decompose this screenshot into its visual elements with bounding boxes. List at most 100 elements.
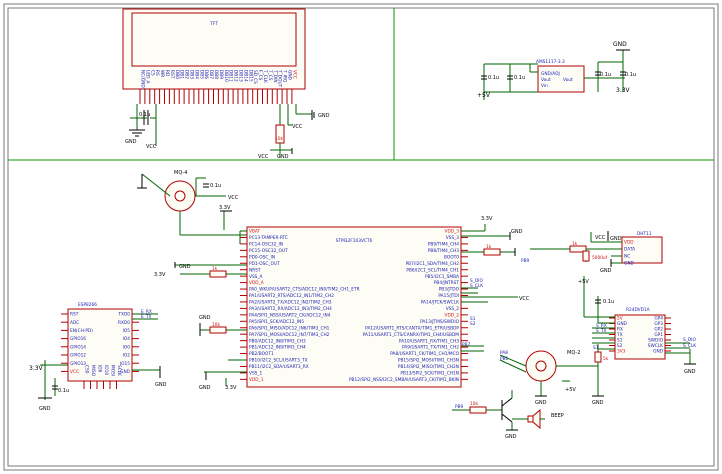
stm32-gnd-right-label: GND	[511, 229, 523, 235]
esp8266-module[interactable]: ESP8266 RSTADCEN(CH-PD)GPIO16GPIO14GPIO1…	[61, 302, 139, 389]
stm32-left-pin-label: PA4/SPI1_NSS/USART2_CK/ADC12_IN4	[249, 312, 331, 318]
tft-gnd-label: GND	[125, 139, 137, 145]
buzzer-gnd-label: GND	[505, 434, 517, 440]
buzzer-net-pb: PB9	[455, 404, 464, 410]
tft-pin-label: CS	[149, 70, 155, 76]
stm32-right-pin-label: PA10/USART1_RX/TIM1_CH3	[399, 338, 459, 344]
ams-5v-label: +5V	[477, 92, 491, 99]
dht11-name: DHT11	[637, 231, 652, 237]
r24-right-pin-label: GP4	[654, 316, 663, 322]
esp-left-pin-label: RST	[70, 312, 79, 318]
esp-gnd-label: GND	[39, 406, 51, 412]
stm32-left-pin-label: PC13-TAMPER-RTC	[249, 235, 288, 241]
stm32-left-pin-label: PC14-OSC32_IN	[249, 242, 283, 248]
stm32-left-pin-label: VDD_1	[249, 377, 264, 383]
stm32-right-pin-label: PB3/JTDO	[439, 287, 460, 293]
esp-right-pin-label: TXD0	[117, 312, 130, 318]
stm32-left-pins: VBATPC13-TAMPER-RTCPC14-OSC32_INPC15-OSC…	[240, 229, 360, 383]
esp-right-pin-label: IO0	[123, 344, 131, 350]
stm32-right-pin-label: PB7/I2C1_SDA/TIM4_CH2	[406, 261, 460, 267]
stm32-name: STM32F103VCT6	[336, 238, 373, 244]
r24dvd1a-module[interactable]: R24DVD1A 5VGNDRXTXS1S23V3GP4GP3GP2GP1SWD…	[609, 307, 671, 360]
mq4-core	[174, 190, 186, 202]
tft-title: TFT	[209, 21, 218, 27]
tft-pin-label: F_CS	[257, 70, 263, 81]
dht11-pin-label: DATA	[624, 247, 635, 253]
stm32-right-pin-label: PB8/TIM4_CH3	[428, 248, 459, 254]
r24-left-pin-label: 3V3	[617, 349, 626, 355]
stm32-left-pin-label: PD1-OSC_OUT	[249, 261, 280, 267]
esp-left-pin-label: ADC	[70, 320, 79, 326]
tft-body	[122, 8, 306, 90]
esp-33v-label: 3.3V	[29, 365, 44, 372]
stm32-gnd-left-label: GND	[179, 264, 191, 270]
stm32-right-pin-label: PB15/SPI2_MOSI/TIM1_CH3N	[398, 358, 459, 364]
tft-pin-label: WR	[159, 70, 165, 77]
stm32-left-pin-label: PB2/BOOT1	[249, 351, 274, 357]
esp-left-pin-label: EN(CH-PD)	[70, 328, 93, 334]
stm32-right-pin-label: PA12/USART1_RTS/CANTX/TIM1_ETR/USBDP	[365, 325, 459, 331]
tft-resistor-label: 10k	[275, 136, 283, 142]
tft-pin-label: DB1	[179, 70, 185, 79]
stm32-left-pin-label: PB1/ADC12_IN9/TIM3_CH4	[249, 345, 306, 351]
dht11-body	[621, 236, 663, 264]
esp-left-pin-label: GPIO14	[70, 344, 86, 350]
esp8266-wiring: GND 3.3V 0.1u GND E_RX E_TX	[29, 309, 167, 412]
ams-cap3-label: 0.1u	[600, 72, 611, 78]
tft-pin-label: DB0	[174, 70, 180, 79]
stm32-right-pin-label: PB9/TIM4_CH4	[428, 242, 459, 248]
ams-gnd-label: GND	[613, 41, 627, 48]
sheet-border	[3, 3, 719, 471]
mq4-sensor[interactable]: MQ-4	[164, 170, 196, 212]
stm32-right-pin-label: PA11/USART1_CTS/CANRX/TIM1_CH4/USBDM	[363, 332, 460, 338]
r24-right-pin-label: SWCLK	[648, 343, 663, 349]
dht11-pin-label: NC	[624, 254, 630, 260]
esp-right-pin-label: IO15	[120, 361, 130, 367]
stm32-vcc-right-label: VCC	[519, 296, 530, 302]
tft-cap-label: 0.1u	[139, 112, 150, 118]
r24-net-stx: S_TX	[596, 328, 607, 334]
esp-right-pin-label: IO2	[123, 353, 131, 359]
mq4-name: MQ-4	[174, 170, 187, 176]
stm32-left-pin-label: PA3/USART2_RX/ADC12_IN3/TIM2_CH4	[249, 306, 332, 312]
stm32-right-pin-label: PA15/JTDI	[438, 293, 459, 299]
ams-cap1-label: 0.1u	[488, 75, 499, 81]
stm32-right-pin-label: PB6/I2C1_SCL/TIM4_CH1	[406, 267, 459, 273]
stm32-mcu[interactable]: STM32F103VCT6 VBATPC13-TAMPER-RTCPC14-OS…	[240, 226, 468, 388]
dht11-wiring: VCC GND 1k 5000uf GND PB9	[521, 231, 622, 274]
stm32-right-pin-label: VSS_3	[446, 235, 460, 241]
stm32-left-pin-label: VBAT	[249, 229, 260, 235]
stm32-gnd-boot-label: GND	[199, 315, 211, 321]
r24-left-pin-label: S1	[617, 338, 623, 344]
ams1117-regulator[interactable]: AMS1117-3.3 GND/ADJ Vout Vout Vin	[536, 59, 585, 93]
dht11-net-pb9: PB9	[521, 258, 530, 264]
esp-cap-label: 0.1u	[58, 388, 69, 394]
esp-net-erx: E_RX	[141, 309, 152, 315]
tft-pin-label: DB3	[189, 70, 195, 79]
esp-left-pin-label: GPIO13	[70, 361, 86, 367]
r24-cap-label: 0.1u	[603, 299, 614, 305]
buzzer-res-label: 10k	[470, 401, 478, 407]
ams1117-body	[537, 65, 585, 93]
tft-pin-label: RD	[164, 70, 170, 77]
esp-bottom-pin-label: IO9	[97, 365, 103, 373]
esp-bottom-pin-label: SCLK	[116, 365, 122, 376]
mq2-name: MQ-2	[567, 350, 580, 356]
ams1117-name: AMS1117-3.3	[536, 59, 565, 65]
tft-pin-label: T_DOUT	[277, 69, 283, 88]
r24-name: R24DVD1A	[626, 307, 650, 313]
stm32-right-pin-label: PA8/USART1_CK/TIM1_CH1/MCO	[390, 351, 459, 357]
stm32-net-s1: S1	[470, 316, 476, 322]
buzzer[interactable]: BEEP	[527, 408, 564, 430]
esp-bottom-pin-label: IO10	[103, 365, 109, 375]
buzzer-base	[527, 415, 534, 423]
ams-cap4-label: 0.1u	[625, 72, 636, 78]
stm32-right-pin-label: VDD_3	[445, 229, 460, 235]
dht11-gnd-top-label: GND	[610, 236, 622, 242]
r24-net-s1: S1	[593, 345, 599, 351]
r24-left-pin-label: RX	[617, 327, 623, 333]
